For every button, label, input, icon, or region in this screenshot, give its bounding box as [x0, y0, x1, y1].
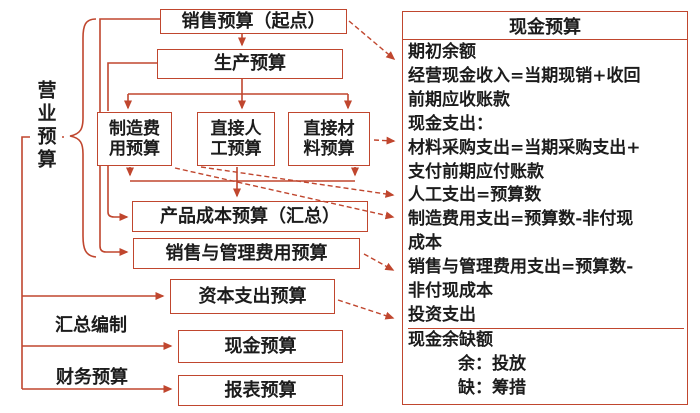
panel-line: 期初余额 [408, 42, 476, 62]
line-production-fanout [128, 79, 348, 95]
line-sales-to-selling-admin [99, 18, 160, 256]
panel-line: 余：投放 [458, 353, 526, 374]
label-summary-compilation: 汇总编制 [46, 312, 136, 336]
cash-budget-panel-body: 期初余额经营现金收入=当期现销+收回前期应收账款现金支出： 材料采购支出=当期采购… [403, 40, 687, 401]
panel-line: 非付现成本 [408, 281, 493, 302]
panel-line: 材料采购支出=当期采购支出+ [408, 137, 641, 158]
cash-budget-panel: 现金预算 期初余额经营现金收入=当期现销+收回前期应收账款现金支出： 材料采购支出… [402, 11, 688, 405]
panel-line: 现金支出： [408, 113, 493, 134]
panel-line: 前期应收账款 [408, 89, 510, 110]
line-left-rail [21, 136, 64, 389]
box-label: 制造费用预算 [109, 118, 160, 159]
box-report-budget: 报表预算 [178, 375, 343, 406]
line-production-elbow [107, 62, 157, 111]
label-financial-budget: 财务预算 [47, 364, 137, 388]
box-manufacturing-overhead-budget: 制造费用预算 [97, 112, 172, 166]
panel-line: 销售与管理费用支出=预算数- [408, 257, 634, 278]
box-direct-materials-budget: 直接材料预算 [288, 112, 370, 166]
label-operating-budget: 营业预算 [30, 78, 62, 174]
box-sales-budget: 销售预算（起点） [160, 9, 347, 34]
panel-line: 缺：筹措 [458, 377, 526, 398]
panel-line: 投资支出 [408, 304, 476, 325]
box-capital-expenditure-budget: 资本支出预算 [170, 279, 335, 314]
box-selling-admin-budget: 销售与管理费用预算 [133, 238, 360, 269]
panel-line: 经营现金收入=当期现销+收回 [408, 65, 641, 86]
panel-line: 现金余缺额 [408, 327, 684, 353]
panel-line: 成本 [408, 233, 442, 254]
box-product-cost-budget: 产品成本预算（汇总） [132, 201, 368, 232]
cash-budget-panel-title: 现金预算 [403, 12, 687, 40]
box-label: 直接人工预算 [210, 118, 262, 159]
box-label: 直接材料预算 [303, 118, 355, 159]
panel-line: 制造费用支出=预算数-非付现 [408, 209, 634, 230]
panel-line: 人工支出=预算数 [408, 185, 542, 206]
line-production-to-product-cost [107, 166, 129, 221]
box-production-budget: 生产预算 [157, 49, 343, 79]
panel-line: 支付前期应付账款 [408, 161, 544, 182]
operating-budget-brace [69, 18, 97, 258]
box-direct-labor-budget: 直接人工预算 [197, 112, 275, 166]
box-cash-budget: 现金预算 [178, 330, 343, 363]
